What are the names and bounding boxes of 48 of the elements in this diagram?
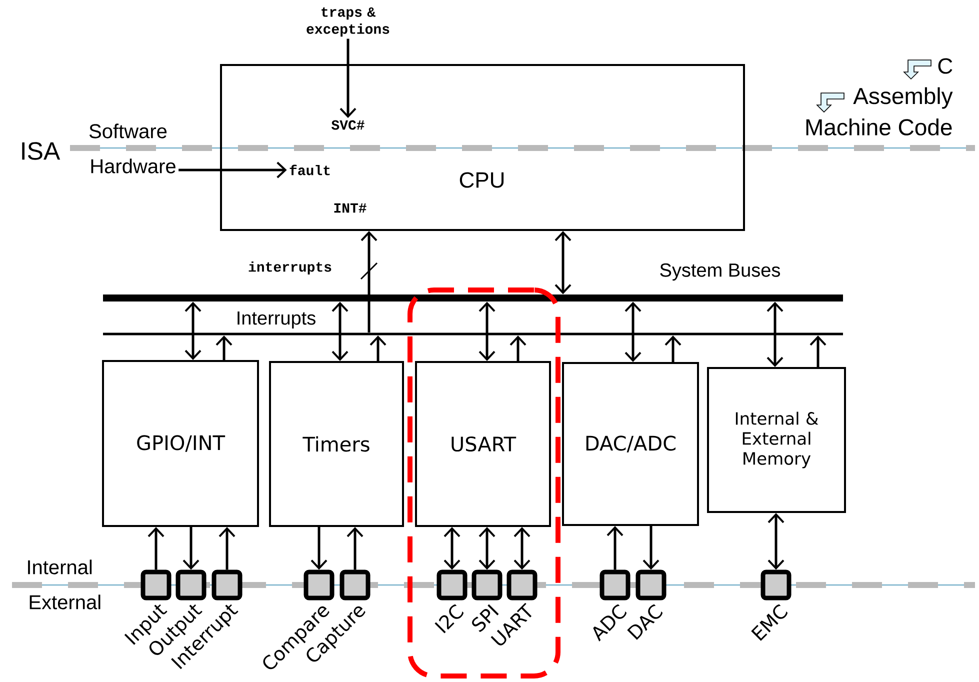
arrow	[766, 302, 784, 367]
arrow	[444, 527, 460, 570]
peripheral-box: DAC/ADC	[562, 362, 699, 526]
text-label: Software	[89, 124, 167, 138]
text-label: Machine Code	[806, 118, 952, 136]
peripheral-box: USART	[415, 361, 551, 527]
arrow	[148, 527, 164, 570]
arrow	[332, 302, 348, 361]
highlight-frame	[408, 288, 560, 678]
edge-label: interrupts	[247, 260, 334, 276]
arrow	[642, 526, 660, 570]
arrow	[178, 162, 287, 178]
arrow	[810, 335, 826, 367]
pin: I2C	[434, 570, 468, 634]
arrow	[346, 527, 364, 570]
arrow	[216, 335, 232, 360]
peripheral-box: Internal & External Memory	[707, 367, 846, 513]
node-label: I2C	[434, 604, 464, 634]
arrow	[310, 527, 328, 570]
text-label: Internal	[28, 560, 92, 574]
arrow	[360, 231, 378, 333]
arrow	[370, 335, 386, 361]
arrow	[768, 513, 784, 570]
interrupt-line: Interrupts	[103, 312, 843, 336]
peripheral-box: Timers	[269, 361, 404, 527]
arrow	[664, 335, 682, 362]
arrow	[606, 526, 624, 570]
signal-label: SVC#	[331, 120, 364, 130]
side-label: Hardware	[91, 158, 176, 174]
arrow	[624, 302, 642, 362]
arrow	[340, 38, 356, 118]
peripheral-box: GPIO/INT	[102, 360, 259, 527]
text-label: ISA	[22, 142, 60, 160]
arrow	[182, 527, 200, 570]
text-label: External	[30, 594, 100, 610]
arrow	[478, 302, 496, 361]
node-label: System Buses	[660, 263, 780, 281]
arrow	[510, 335, 526, 361]
arrow	[554, 231, 572, 294]
signal-label: fault	[290, 164, 330, 176]
arrow	[514, 527, 530, 570]
arrow	[478, 527, 496, 570]
signal-label: traps & exceptions	[306, 7, 390, 37]
arrow	[184, 302, 202, 360]
signal-label: INT#	[334, 203, 366, 213]
text-label: Assembly	[853, 87, 953, 109]
text-label: C	[938, 58, 952, 74]
arrow	[218, 527, 236, 570]
